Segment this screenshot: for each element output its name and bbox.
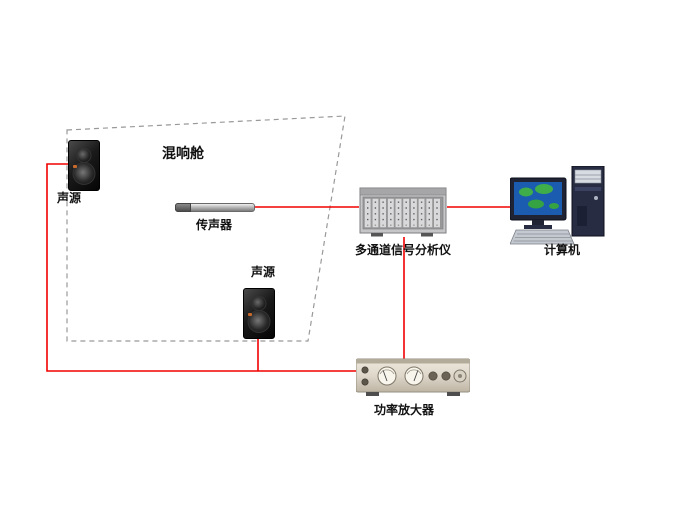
- speaker-top: [68, 140, 100, 191]
- amplifier-knob: [441, 371, 451, 381]
- speaker-logo-icon: [73, 165, 77, 168]
- analyzer-top-panel: [359, 187, 447, 196]
- computer-monitor: [510, 177, 567, 229]
- signal-analyzer: [359, 187, 447, 237]
- amplifier-knob: [428, 371, 438, 381]
- reverb-chamber-outline: [66, 115, 346, 342]
- computer-keyboard: [510, 229, 575, 245]
- speaker-woofer-icon: [247, 310, 271, 333]
- speaker-logo-icon: [248, 313, 252, 316]
- power-amplifier: [356, 358, 470, 396]
- computer: [510, 166, 605, 245]
- amplifier-knob-small: [361, 366, 369, 374]
- microphone: [175, 203, 255, 212]
- amplifier-top-strip: [356, 359, 470, 364]
- speaker-bottom: [243, 288, 275, 339]
- signal-analyzer-label: 多通道信号分析仪: [355, 243, 452, 257]
- power-amplifier-label: 功率放大器: [374, 403, 435, 417]
- wire-amplifier-to-speaker-top: [46, 163, 356, 372]
- amplifier-foot-right: [447, 392, 460, 396]
- microphone-grille-icon: [175, 203, 191, 212]
- speaker-tweeter-icon: [251, 296, 267, 311]
- amplifier-foot-left: [366, 392, 379, 396]
- speaker-top-label: 声源: [57, 191, 82, 205]
- amplifier-volume-knob-cap: [458, 374, 462, 378]
- speaker-tweeter-icon: [76, 148, 92, 163]
- computer-label: 计算机: [544, 243, 581, 257]
- speaker-woofer-icon: [72, 162, 96, 185]
- microphone-label: 传声器: [196, 218, 233, 232]
- amplifier-knob-small: [361, 378, 369, 386]
- amplifier-vu-meter-left: [377, 366, 397, 386]
- reverb-chamber-label: 混响舱: [162, 146, 204, 162]
- analyzer-foot-left: [371, 233, 383, 237]
- amplifier-vu-meter-right: [404, 366, 424, 386]
- analyzer-foot-right: [421, 233, 433, 237]
- computer-tower: [571, 166, 605, 237]
- speaker-bottom-label: 声源: [251, 265, 276, 279]
